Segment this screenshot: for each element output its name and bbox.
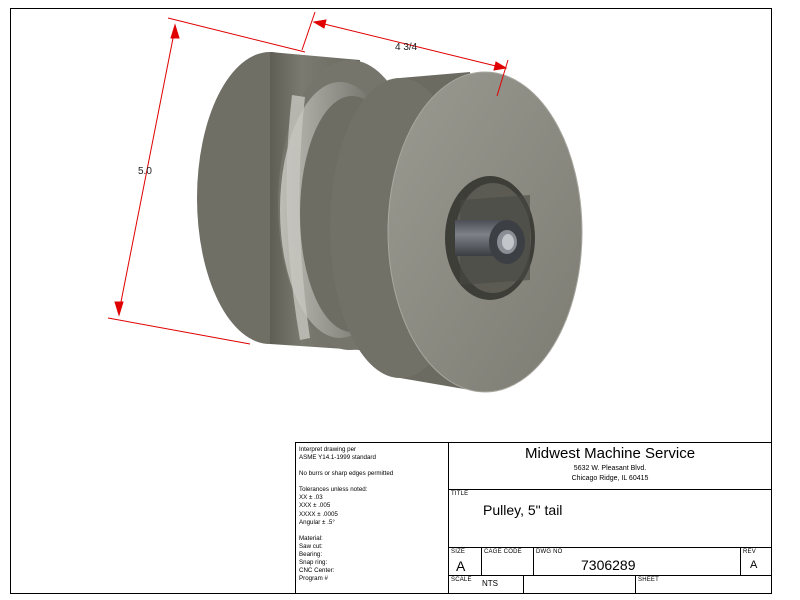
size-label: SIZE <box>451 549 466 555</box>
title-label: TITLE <box>451 491 469 497</box>
drawing-sheet-border <box>10 8 772 594</box>
dimension-height <box>107 17 306 345</box>
note-bearing: Bearing: <box>299 550 323 558</box>
dimension-length <box>301 11 509 97</box>
note-interpret-2: ASME Y14.1-1999 standard <box>299 454 376 462</box>
size-field: SIZE A <box>449 548 482 576</box>
title-value: Pulley, 5" tail <box>483 502 563 518</box>
size-value: A <box>456 558 466 574</box>
note-tol-xxx: XXX ± .005 <box>299 502 331 510</box>
dimension-height-label: 5.0 <box>138 166 152 177</box>
note-tol-xxxx: XXXX ± .0005 <box>299 510 338 518</box>
dimension-length-label: 4 3/4 <box>395 42 418 53</box>
dwg-no-label: DWG NO <box>536 549 563 555</box>
rev-field: REV A <box>741 548 771 576</box>
company-name: Midwest Machine Service <box>524 445 696 462</box>
note-tol-xx: XX ± .03 <box>299 494 323 502</box>
blank-field <box>524 576 636 594</box>
dwg-no-value: 7306289 <box>581 557 636 573</box>
cage-code-label: CAGE CODE <box>484 549 522 555</box>
notes-column: Interpret drawing per ASME Y14.1-1999 st… <box>296 443 449 594</box>
sheet-label: SHEET <box>638 577 660 583</box>
note-tol-angular: Angular ± .5° <box>299 518 335 526</box>
dwg-no-field: DWG NO 7306289 <box>534 548 741 576</box>
rev-label: REV <box>743 549 756 555</box>
hub-bore <box>445 176 535 300</box>
cage-code-field: CAGE CODE <box>482 548 534 576</box>
company-address-1: 5632 W. Pleasant Blvd. <box>573 465 647 472</box>
note-snap-ring: Snap ring: <box>299 559 328 567</box>
title-block: Interpret drawing per ASME Y14.1-1999 st… <box>295 442 771 594</box>
sheet-field: SHEET <box>636 576 771 594</box>
rev-value: A <box>750 559 758 571</box>
scale-value: NTS <box>482 579 498 588</box>
note-saw-cut: Saw cut: <box>299 542 323 550</box>
scale-label: SCALE <box>451 577 472 583</box>
note-tolerance-header: Tolerances unless noted: <box>299 486 368 494</box>
note-cnc-center: CNC Center: <box>299 567 335 575</box>
notes-text: Interpret drawing per ASME Y14.1-1999 st… <box>299 446 393 583</box>
company-block: Midwest Machine Service 5632 W. Pleasant… <box>449 443 771 490</box>
title-field: TITLE Pulley, 5" tail <box>449 490 771 548</box>
company-address-2: Chicago Ridge, IL 60415 <box>571 475 649 482</box>
right-flange <box>330 71 583 393</box>
scale-field: SCALE NTS <box>449 576 524 594</box>
note-burrs: No burrs or sharp edges permitted <box>299 470 394 478</box>
note-interpret-1: Interpret drawing per <box>299 446 357 453</box>
note-material: Material: <box>299 534 323 542</box>
note-program: Program # <box>299 575 328 583</box>
